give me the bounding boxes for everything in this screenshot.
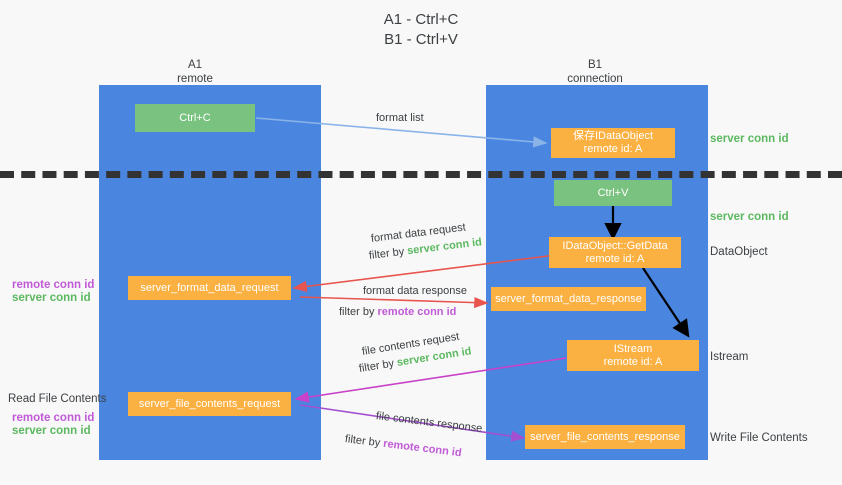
node-server-file-contents-response-label: server_file_contents_response [530,430,680,443]
node-server-file-contents-request[interactable]: server_file_contents_request [128,392,291,416]
annotation-remote-conn-id-2: remote conn id [12,412,95,424]
filter-key-remote-conn-id: remote conn id [382,437,463,460]
node-ctrl-v-label: Ctrl+V [597,186,629,199]
annotation-server-conn-id-1: server conn id [12,292,91,304]
edge-label-file-contents-response-filter: filter by remote conn id [344,432,462,460]
node-server-format-data-response-label: server_format_data_response [495,292,642,305]
column-b1-name: B1 [587,59,603,71]
filter-prefix: filter by [358,357,398,375]
edge-label-format-data-response-filter: filter by remote conn id [339,305,456,319]
annotation-istream: Istream [710,351,749,363]
node-idataobject-getdata[interactable]: IDataObject::GetData remote id: A [549,237,681,268]
annotation-server-conn-id-2: server conn id [12,425,91,437]
node-server-format-data-response[interactable]: server_format_data_response [491,287,646,311]
phase-divider [0,171,842,178]
column-header-a1: A1 remote [130,58,260,86]
node-save-dataobject-sub: remote id: A [583,143,643,155]
diagram-title: A1 - Ctrl+C B1 - Ctrl+V [0,10,842,50]
node-server-format-data-request-label: server_format_data_request [140,281,279,294]
node-istream-title: IStream [613,342,653,355]
filter-prefix: filter by [368,245,408,262]
annotation-dataobject: DataObject [710,246,768,258]
node-istream-sub: remote id: A [603,355,663,368]
title-line-1: A1 - Ctrl+C [383,11,459,28]
node-istream[interactable]: IStream remote id: A [567,340,699,371]
node-ctrl-v[interactable]: Ctrl+V [554,180,672,206]
edge-label-format-list: format list [376,112,424,124]
filter-prefix: filter by [344,433,384,450]
node-server-file-contents-response[interactable]: server_file_contents_response [525,425,685,449]
title-line-2: B1 - Ctrl+V [384,31,458,48]
column-b1-role: connection [567,73,623,85]
annotation-write-file-contents: Write File Contents [710,432,808,444]
column-header-b1: B1 connection [530,58,660,86]
filter-key-remote-conn-id: remote conn id [377,306,457,318]
column-a1-name: A1 [187,59,203,71]
node-server-format-data-request[interactable]: server_format_data_request [128,276,291,300]
node-ctrl-c[interactable]: Ctrl+C [135,104,255,132]
annotation-server-conn-id-top: server conn id [710,133,789,145]
column-a1-role: remote [177,73,213,85]
filter-prefix: filter by [339,306,378,318]
node-getdata-title: IDataObject::GetData [562,239,668,252]
node-save-dataobject[interactable]: 保存IDataObject remote id: A [551,128,675,158]
node-getdata-sub: remote id: A [585,252,645,265]
annotation-read-file-contents: Read File Contents [8,393,107,405]
annotation-remote-conn-id-1: remote conn id [12,279,95,291]
node-save-dataobject-title: 保存IDataObject [572,130,654,142]
edge-label-file-contents-response: file contents response [375,410,483,435]
node-server-file-contents-request-label: server_file_contents_request [138,397,281,410]
edge-label-format-data-response: format data response [363,285,467,297]
node-ctrl-c-label: Ctrl+C [179,111,211,124]
annotation-server-conn-id-mid: server conn id [710,211,789,223]
